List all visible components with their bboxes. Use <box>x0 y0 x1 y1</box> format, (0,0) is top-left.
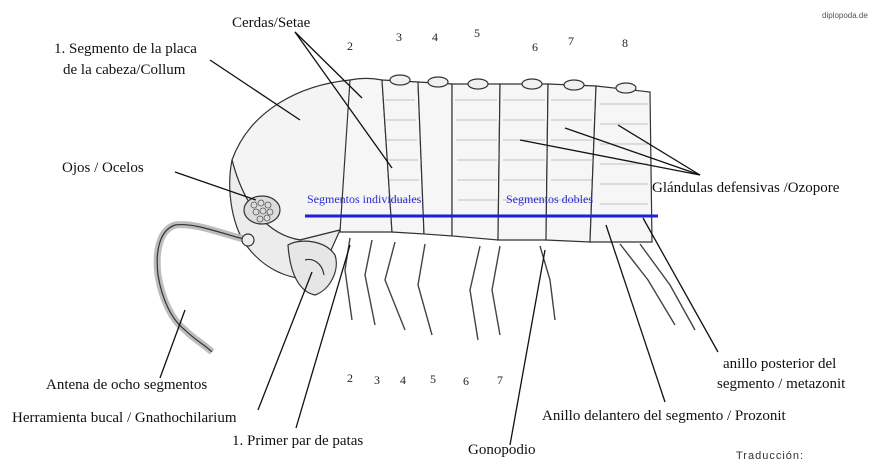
label-collum-line1: 1. Segmento de la placa <box>54 41 197 58</box>
label-translation: Traducción: <box>736 450 804 462</box>
antenna <box>157 225 248 352</box>
leader-gonopod <box>510 250 545 445</box>
leg-number: 4 <box>400 374 406 387</box>
leader-mouthparts <box>258 272 312 410</box>
segment-number: 3 <box>396 31 402 44</box>
label-collum-line2: de la cabeza/Collum <box>63 62 185 79</box>
leg-number: 5 <box>430 373 436 386</box>
leader-prozonit <box>606 225 665 402</box>
leader-collum <box>210 60 300 120</box>
watermark: diplopoda.de <box>822 11 868 20</box>
band-label-individual: Segmentos individuales <box>307 193 421 206</box>
label-metazonit-line2: segmento / metazonit <box>717 376 845 393</box>
gnathochilarium <box>288 241 336 295</box>
label-mouthparts: Herramienta bucal / Gnathochilarium <box>12 410 237 427</box>
segment-number: 7 <box>568 35 574 48</box>
leader-metazonit <box>643 218 718 352</box>
segment-number: 2 <box>347 40 353 53</box>
label-first-legs: 1. Primer par de patas <box>232 433 363 450</box>
segment-number: 4 <box>432 31 438 44</box>
leg-number: 2 <box>347 372 353 385</box>
band-label-double: Segmentos dobles <box>506 193 593 206</box>
legs <box>345 238 695 340</box>
label-prozonit: Anillo delantero del segmento / Prozonit <box>542 408 786 425</box>
segment-number: 8 <box>622 37 628 50</box>
label-gonopod: Gonopodio <box>468 442 536 459</box>
label-metazonit-line1: anillo posterior del <box>723 356 836 373</box>
label-setae: Cerdas/Setae <box>232 15 310 32</box>
segment-number: 5 <box>474 27 480 40</box>
segment-number: 6 <box>532 41 538 54</box>
leg-number: 3 <box>374 374 380 387</box>
leg-number: 7 <box>497 374 503 387</box>
label-glands: Glándulas defensivas /Ozopore <box>652 180 839 197</box>
leg-number: 6 <box>463 375 469 388</box>
label-antenna: Antena de ocho segmentos <box>46 377 207 394</box>
label-eyes: Ojos / Ocelos <box>62 160 144 177</box>
